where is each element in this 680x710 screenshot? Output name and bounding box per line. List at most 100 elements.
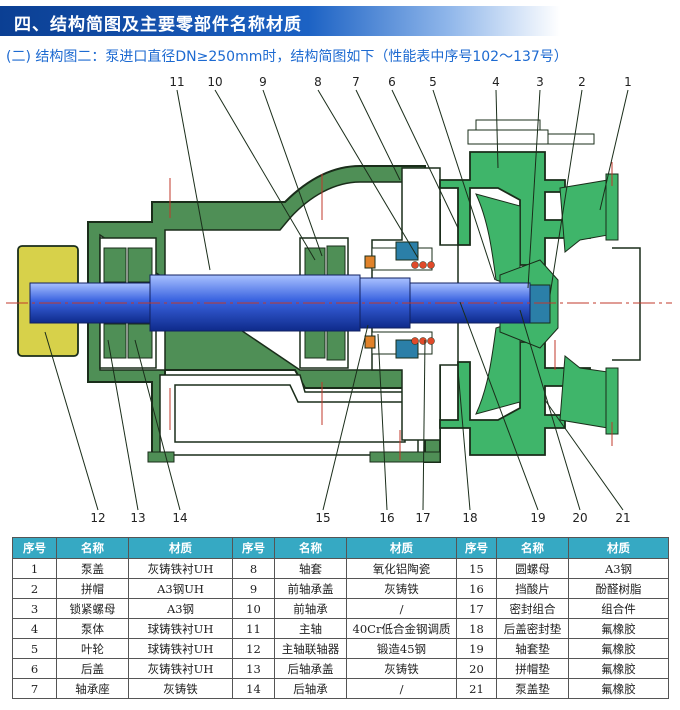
table-cell: 挡酸片 [496, 578, 569, 599]
header-cell: 名称 [56, 537, 129, 559]
table-cell: 泵盖垫 [496, 678, 569, 699]
section-title: 四、结构简图及主要零部件名称材质 [14, 15, 302, 35]
table-cell: 15 [456, 558, 497, 579]
table-cell: 2 [12, 578, 57, 599]
callout-16: 16 [379, 511, 394, 525]
table-cell: 20 [456, 658, 497, 679]
table-cell: 10 [232, 598, 275, 619]
table-cell: 灰铸铁衬UH [128, 658, 233, 679]
table-cell: A3钢 [128, 598, 233, 619]
callout-8: 8 [314, 75, 322, 89]
callout-11: 11 [169, 75, 184, 89]
leader-lines [44, 89, 629, 511]
table-cell: 轴套 [274, 558, 347, 579]
table-cell: 后轴承 [274, 678, 347, 699]
callout-2: 2 [578, 75, 586, 89]
table-cell: 氟橡胶 [568, 658, 669, 679]
callout-15: 15 [315, 511, 330, 525]
table-cell: 16 [456, 578, 497, 599]
table-cell: 9 [232, 578, 275, 599]
table-cell: 组合件 [568, 598, 669, 619]
table-cell: 后轴承盖 [274, 658, 347, 679]
table-cell: 19 [456, 638, 497, 659]
table-cell: 酚醛树脂 [568, 578, 669, 599]
callout-13: 13 [130, 511, 145, 525]
table-cell: 密封组合 [496, 598, 569, 619]
table-cell: 前轴承盖 [274, 578, 347, 599]
table-cell: 主轴联轴器 [274, 638, 347, 659]
callout-labels: 11 10 9 8 7 6 5 4 3 2 1 12 13 14 15 16 1… [90, 75, 631, 525]
table-cell: 泵盖 [56, 558, 129, 579]
table-cell: 18 [456, 618, 497, 639]
table-cell: 17 [456, 598, 497, 619]
pump-structure-diagram: 11 10 9 8 7 6 5 4 3 2 1 12 13 14 15 16 1… [6, 75, 672, 525]
parts-table-header: 序号 名称 材质 序号 名称 材质 序号 名称 材质 [12, 537, 669, 559]
header-cell: 材质 [568, 537, 669, 559]
callout-14: 14 [172, 511, 187, 525]
table-cell: 轴套垫 [496, 638, 569, 659]
table-cell: 40Cr低合金钢调质 [346, 618, 457, 639]
table-cell: 12 [232, 638, 275, 659]
table-cell: 灰铸铁 [346, 658, 457, 679]
callout-4: 4 [492, 75, 500, 89]
callout-1: 1 [624, 75, 632, 89]
header-cell: 名称 [274, 537, 347, 559]
table-cell: 1 [12, 558, 57, 579]
section-marks [169, 162, 613, 460]
header-cell: 序号 [232, 537, 275, 559]
table-cell: 11 [232, 618, 275, 639]
table-cell: 氟橡胶 [568, 638, 669, 659]
table-cell: 14 [232, 678, 275, 699]
table-cell: 氟橡胶 [568, 678, 669, 699]
table-cell: 灰铸铁衬UH [128, 558, 233, 579]
table-cell: 灰铸铁 [346, 578, 457, 599]
table-cell: 泵体 [56, 618, 129, 639]
table-cell: 拼帽垫 [496, 658, 569, 679]
table-cell: 6 [12, 658, 57, 679]
header-cell: 材质 [346, 537, 457, 559]
header-cell: 名称 [496, 537, 569, 559]
table-cell: 21 [456, 678, 497, 699]
table-cell: / [346, 598, 457, 619]
header-cell: 序号 [12, 537, 57, 559]
callout-3: 3 [536, 75, 544, 89]
table-cell: 7 [12, 678, 57, 699]
table-cell: 氟橡胶 [568, 618, 669, 639]
table-cell: 锁紧螺母 [56, 598, 129, 619]
table-cell: 3 [12, 598, 57, 619]
table-cell: 5 [12, 638, 57, 659]
table-cell: 球铸铁衬UH [128, 638, 233, 659]
table-cell: 灰铸铁 [128, 678, 233, 699]
callout-7: 7 [352, 75, 360, 89]
diagram-subtitle: (二) 结构图二：泵进口直径DN≥250mm时，结构简图如下（性能表中序号102… [6, 49, 568, 65]
callout-19: 19 [530, 511, 545, 525]
table-cell: 前轴承 [274, 598, 347, 619]
header-cell: 材质 [128, 537, 233, 559]
table-cell: 轴承座 [56, 678, 129, 699]
table-cell: 后盖 [56, 658, 129, 679]
table-cell: / [346, 678, 457, 699]
callout-12: 12 [90, 511, 105, 525]
callout-9: 9 [259, 75, 267, 89]
table-cell: 氧化铝陶瓷 [346, 558, 457, 579]
table-cell: 8 [232, 558, 275, 579]
callout-20: 20 [572, 511, 587, 525]
section-header: 四、结构简图及主要零部件名称材质 [0, 6, 560, 36]
callout-17: 17 [415, 511, 430, 525]
table-cell: 圆螺母 [496, 558, 569, 579]
table-cell: 4 [12, 618, 57, 639]
table-cell: 球铸铁衬UH [128, 618, 233, 639]
table-cell: A3钢UH [128, 578, 233, 599]
callout-10: 10 [207, 75, 222, 89]
table-cell: 主轴 [274, 618, 347, 639]
table-cell: A3钢 [568, 558, 669, 579]
header-cell: 序号 [456, 537, 497, 559]
